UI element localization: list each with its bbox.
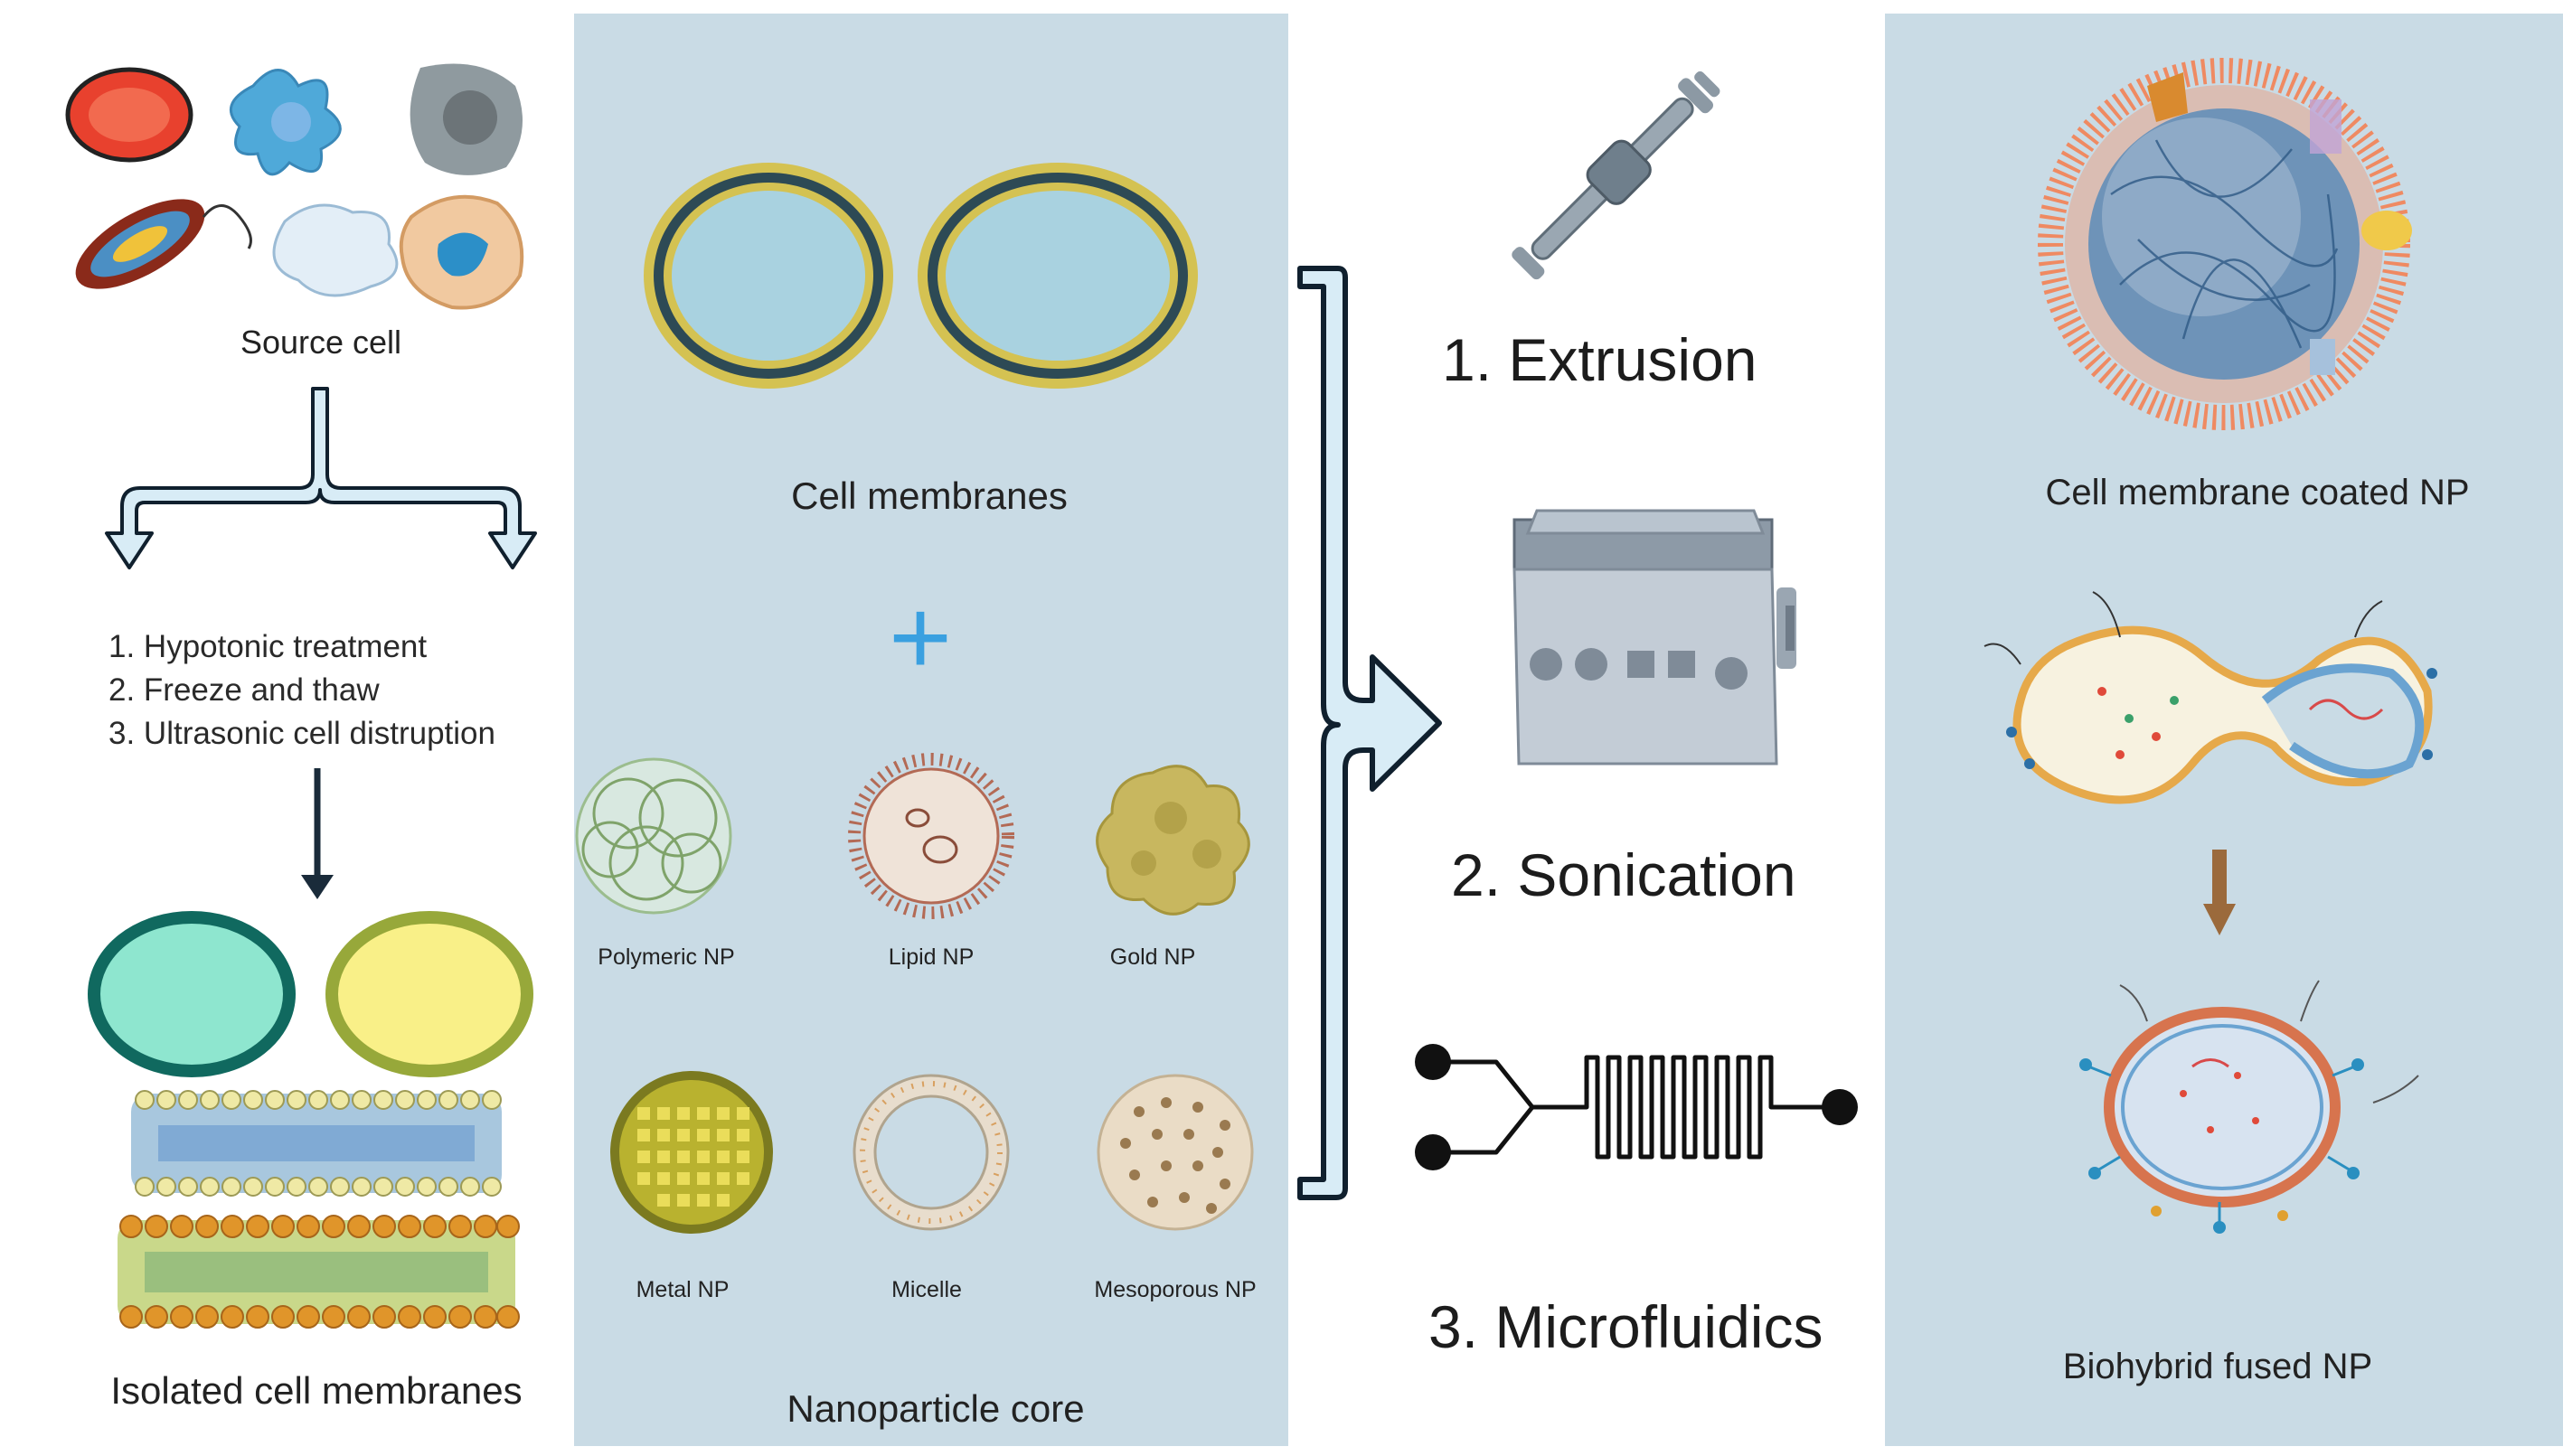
fusion-down-arrow	[2203, 850, 2236, 935]
method-sonication: 2. Sonication	[1451, 841, 1796, 908]
source-cell-label: Source cell	[240, 324, 402, 361]
source-cells-illustration	[65, 63, 524, 310]
plus-sign: +	[888, 577, 953, 698]
panel-membranes-cores: Cell membranes +	[574, 14, 1288, 1446]
core-label-gold: Gold NP	[1109, 944, 1196, 970]
bracket-arrow	[1297, 266, 1442, 1200]
core-label-metal: Metal NP	[636, 1277, 730, 1302]
lipid-np-icon	[848, 753, 1014, 919]
nanoparticle-core-label: Nanoparticle core	[787, 1387, 1085, 1430]
polymeric-np-icon	[575, 757, 732, 915]
method-microfluidics: 3. Microfluidics	[1428, 1293, 1823, 1360]
fused-np-label: Biohybrid fused NP	[2062, 1347, 2373, 1386]
core-label-polymeric: Polymeric NP	[598, 944, 735, 970]
method-extrusion: 1. Extrusion	[1442, 326, 1757, 393]
biohybrid-fused-np-illustration	[2079, 980, 2419, 1234]
branch-arrow	[105, 387, 537, 569]
cell-membrane-vesicles	[644, 163, 1198, 389]
metal-np-icon	[610, 1071, 773, 1234]
coated-np-label: Cell membrane coated NP	[2045, 473, 2470, 512]
core-label-mesoporous: Mesoporous NP	[1094, 1277, 1257, 1302]
nanoparticle-core-illustrations	[575, 753, 1254, 1234]
cell-membrane-coated-np-illustration	[2038, 58, 2412, 430]
isolated-membranes-label: Isolated cell membranes	[110, 1369, 523, 1412]
panel-products: Cell membrane coated NP Biohybrid fused …	[1885, 14, 2563, 1446]
mesoporous-np-icon	[1097, 1074, 1254, 1231]
micelle-icon	[853, 1074, 1010, 1231]
cell-membranes-label: Cell membranes	[791, 474, 1068, 517]
down-arrow	[301, 768, 334, 899]
core-label-micelle: Micelle	[891, 1277, 962, 1302]
isolation-steps: 1. Hypotonic treatment 2. Freeze and tha…	[108, 625, 495, 756]
core-label-lipid: Lipid NP	[888, 944, 975, 970]
step-2: 2. Freeze and thaw	[108, 672, 380, 708]
gold-np-icon	[1096, 765, 1250, 916]
isolated-membranes-illustration	[88, 911, 533, 1329]
step-1: 1. Hypotonic treatment	[108, 629, 428, 664]
microfluidic-chip-icon	[1415, 1044, 1858, 1170]
sonicator-icon	[1512, 509, 1796, 766]
syringe-icon	[1512, 70, 1720, 280]
membrane-fusion-illustration	[1983, 591, 2437, 804]
step-3: 3. Ultrasonic cell distruption	[108, 716, 495, 751]
